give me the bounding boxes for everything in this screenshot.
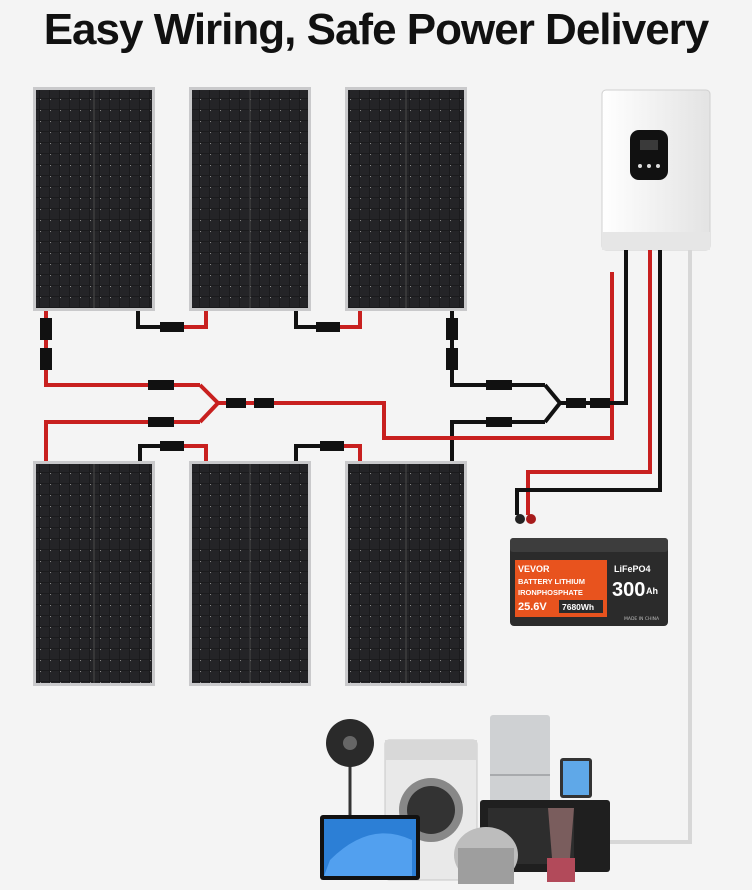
page-title: Easy Wiring, Safe Power Delivery [43, 5, 710, 54]
top-row-wiring [44, 311, 545, 387]
battery-capacity: 300 [612, 579, 645, 601]
battery-type-line2: IRONPHOSPHATE [518, 588, 583, 597]
solar-panel-top-2 [189, 87, 311, 311]
battery-brand: VEVOR [518, 564, 550, 574]
solar-panel-top-1 [33, 87, 155, 311]
solar-panel-bottom-2 [189, 461, 311, 686]
standing-fan-icon [326, 719, 374, 845]
blender-icon [547, 808, 575, 882]
lifepo4-battery: VEVOR BATTERY LITHIUM IRONPHOSPHATE 25.6… [510, 538, 668, 626]
tv-monitor-icon [320, 815, 420, 880]
battery-energy: 7680Wh [562, 602, 594, 612]
pressure-cooker-icon [454, 827, 518, 884]
hybrid-inverter [601, 89, 711, 251]
household-appliances [320, 715, 610, 884]
battery-chemistry: LiFePO4 [614, 564, 651, 574]
battery-type-line1: BATTERY LITHIUM [518, 577, 585, 586]
battery-cables [515, 250, 692, 844]
battery-voltage: 25.6V [518, 601, 547, 613]
battery-capacity-unit: Ah [646, 586, 658, 596]
solar-panel-bottom-1 [33, 461, 155, 686]
battery-origin: MADE IN CHINA [624, 616, 660, 622]
solar-panel-bottom-3 [345, 461, 467, 686]
y-branch-connectors [40, 250, 628, 451]
tablet-icon [560, 758, 592, 798]
solar-panel-top-3 [345, 87, 467, 311]
bottom-row-wiring [44, 420, 545, 461]
